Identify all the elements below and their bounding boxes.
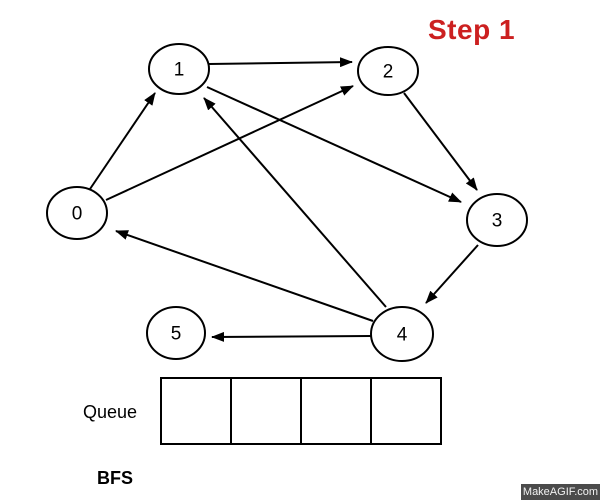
node-0-circle: [46, 186, 108, 240]
edge-4-5: [211, 331, 372, 342]
queue-label: Queue: [83, 402, 138, 422]
node-0-label: 0: [72, 204, 83, 225]
node-1: 1: [148, 43, 210, 95]
node-3: 3: [466, 193, 528, 247]
node-5: 5: [146, 306, 206, 360]
node-3-circle: [466, 193, 528, 247]
node-2: 2: [357, 46, 419, 96]
node-5-circle: [146, 306, 206, 360]
node-4: 4: [370, 306, 434, 362]
edge-2-3: [403, 92, 478, 191]
edge-1-2: [208, 57, 353, 68]
node-3-label: 3: [492, 211, 503, 232]
edge-0-2: [105, 85, 354, 201]
node-0: 0: [46, 186, 108, 240]
edge-group: [89, 57, 479, 342]
queue-cell-3: [372, 379, 440, 443]
edge-1-3: [206, 86, 462, 203]
node-1-circle: [148, 43, 210, 95]
queue-cell-1: [232, 379, 302, 443]
queue-cell-2: [302, 379, 372, 443]
queue-cell-0: [162, 379, 232, 443]
step-indicator: Step 1: [428, 14, 516, 45]
node-1-label: 1: [174, 60, 185, 81]
edge-0-1: [89, 92, 156, 190]
edge-4-0: [115, 230, 374, 322]
watermark-badge: MakeAGIF.com: [521, 484, 600, 500]
node-5-label: 5: [171, 324, 182, 345]
node-4-label: 4: [397, 325, 408, 346]
queue-container: [160, 377, 442, 445]
node-4-circle: [370, 306, 434, 362]
algorithm-title: BFS: [97, 468, 133, 488]
node-2-label: 2: [383, 62, 394, 83]
edge-3-4: [425, 244, 479, 304]
node-2-circle: [357, 46, 419, 96]
edge-4-1: [203, 97, 387, 308]
